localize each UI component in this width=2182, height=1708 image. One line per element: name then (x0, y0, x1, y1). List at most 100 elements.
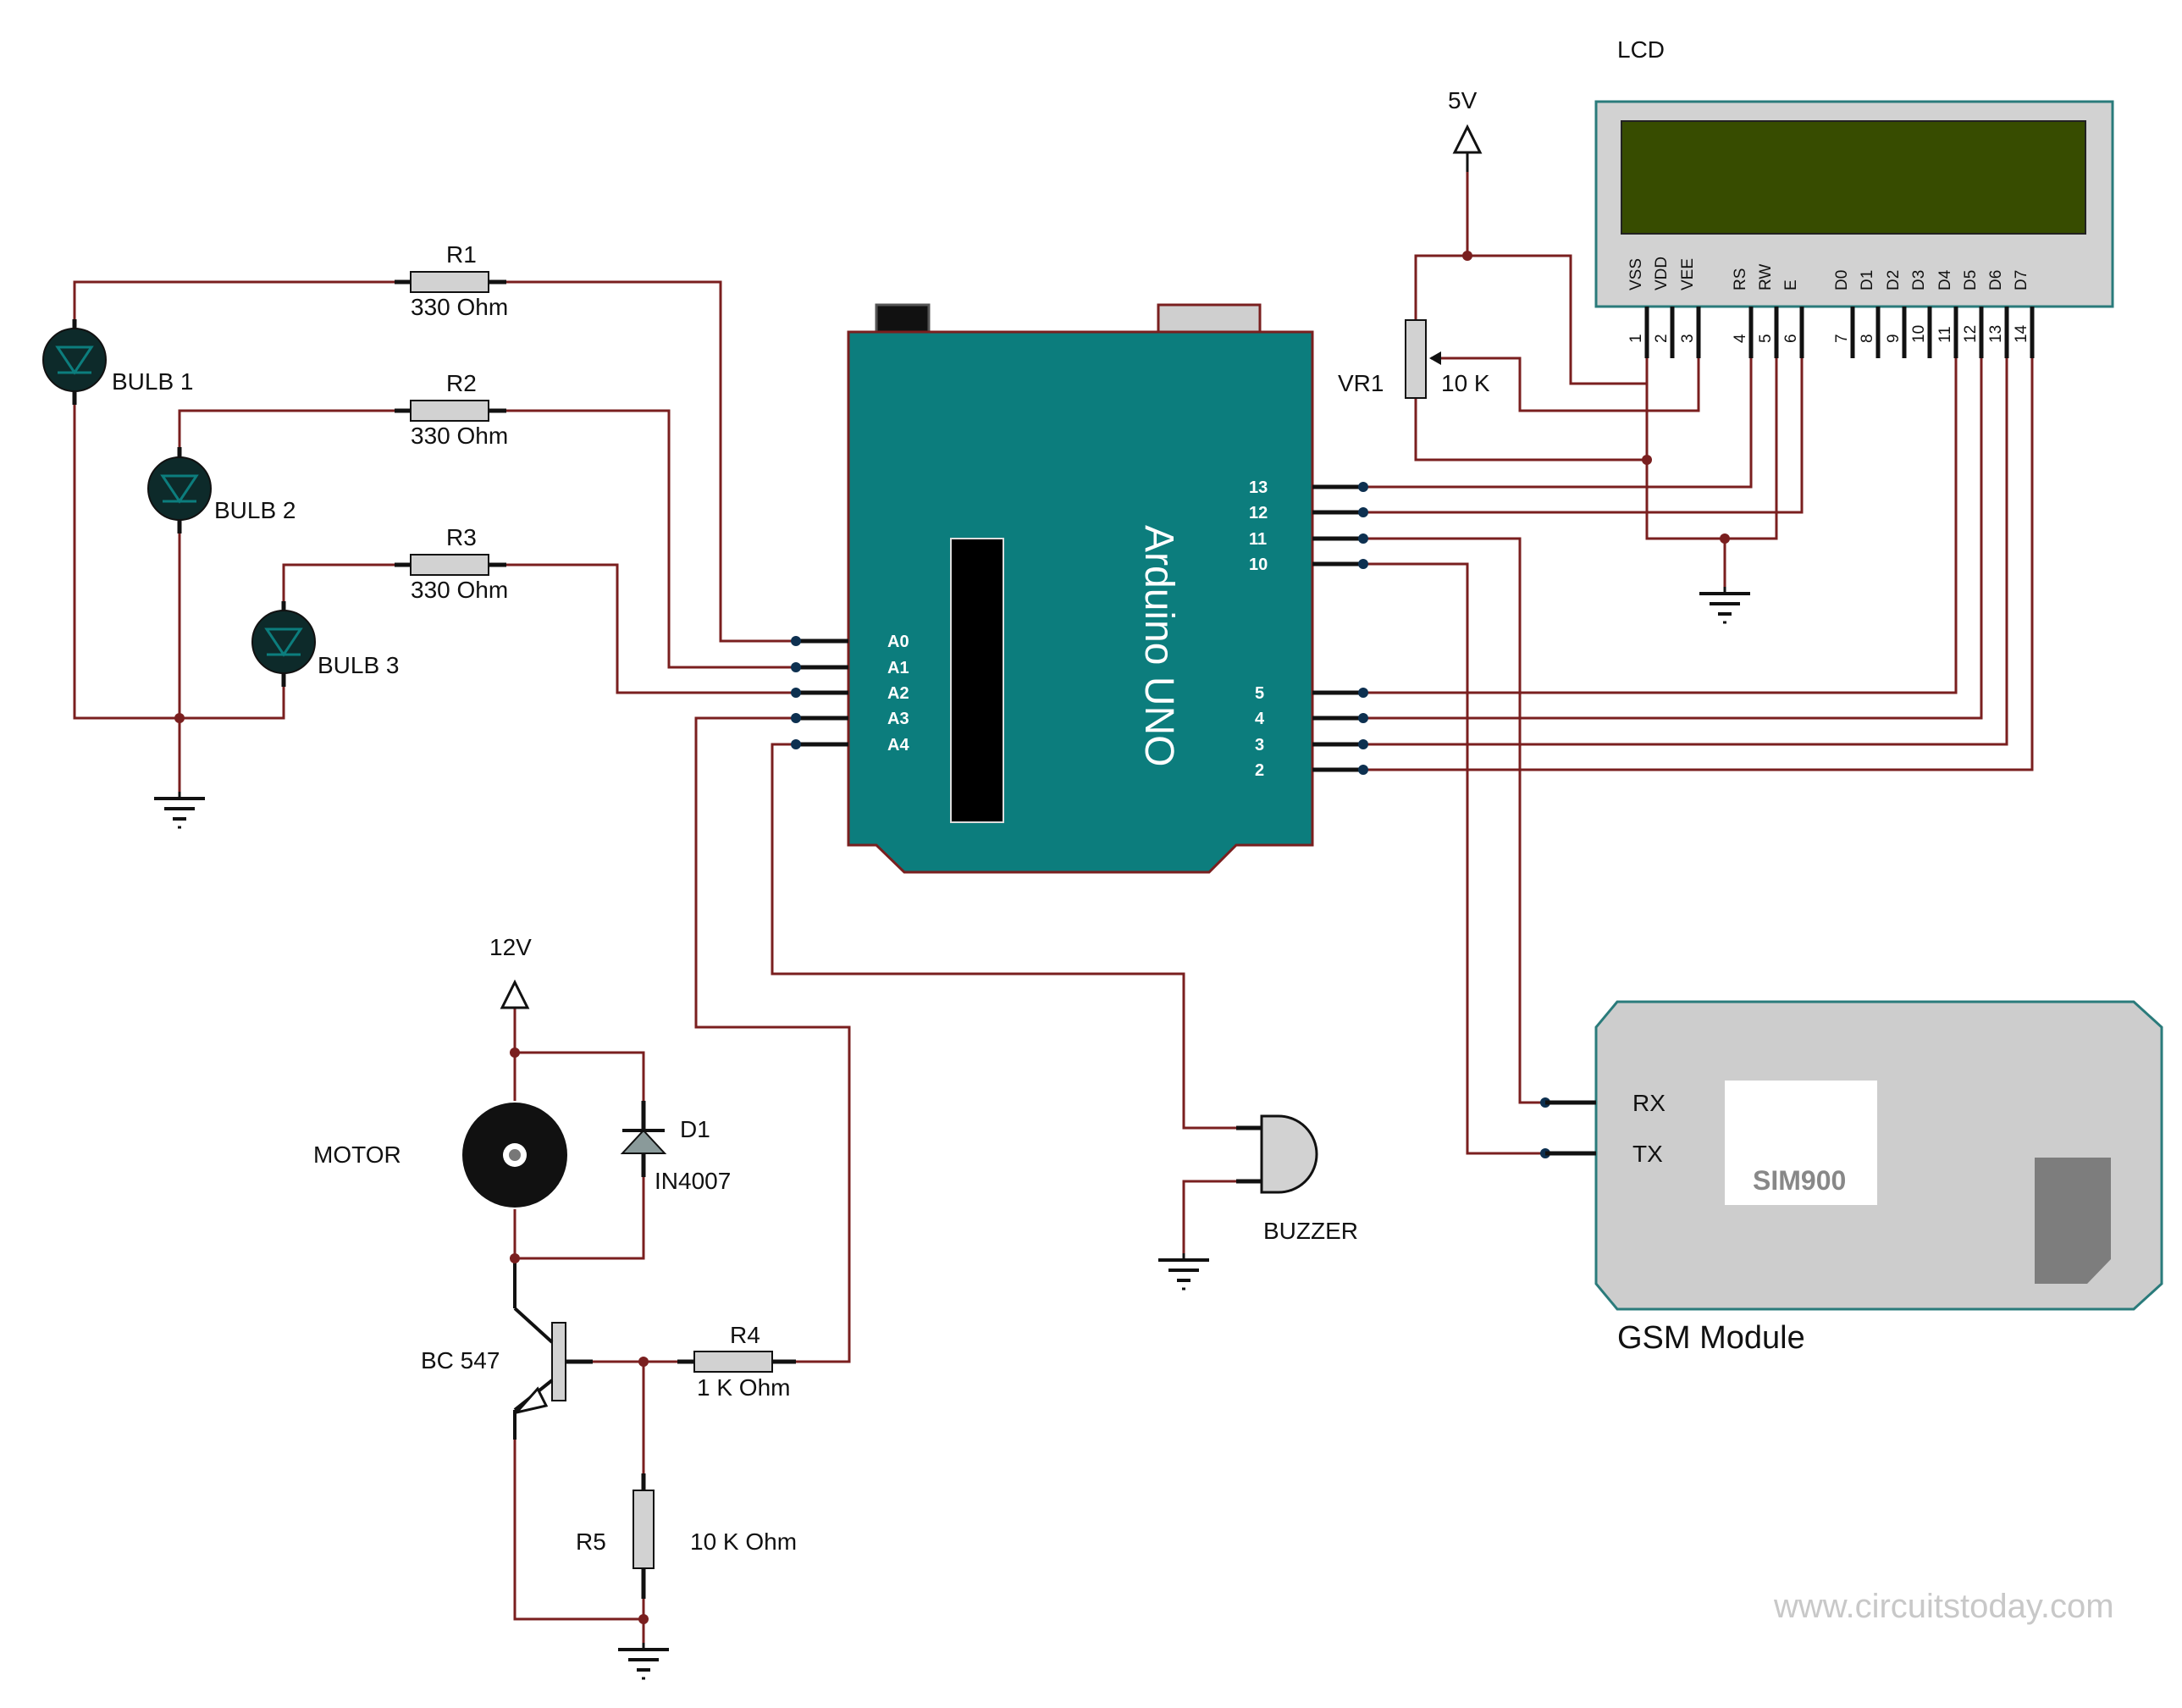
pin-endpoint (1358, 559, 1368, 569)
diode-name: D1 (680, 1116, 710, 1142)
r3-value: 330 Ohm (411, 577, 508, 603)
lcd-pin-number: 11 (1936, 326, 1954, 343)
resistor-r2: R2 330 Ohm (395, 370, 508, 449)
pin-endpoint (1358, 688, 1368, 698)
lcd-pin-number: 2 (1653, 334, 1671, 343)
wire-d3-d6 (1363, 323, 2008, 746)
arduino-analog-pin-label: A2 (887, 684, 909, 703)
bulb2-icon (147, 456, 212, 521)
r2-name: R2 (446, 370, 477, 396)
motor: MOTOR (313, 1103, 567, 1208)
emitter-arrow-icon (512, 1386, 549, 1415)
r3-name: R3 (446, 524, 477, 550)
lcd-pin-name: D5 (1962, 270, 1980, 290)
pin-endpoint (791, 739, 801, 749)
r5-value: 10 K Ohm (690, 1528, 797, 1555)
pin-endpoint (791, 688, 801, 698)
lcd-pin-name: E (1782, 279, 1800, 290)
arduino-analog-pin-label: A0 (887, 633, 909, 651)
supply-5v-label: 5V (1448, 87, 1478, 113)
lcd-pin-number: 4 (1732, 334, 1749, 343)
ground-symbols (154, 587, 1750, 1680)
ground-icon (618, 1643, 669, 1680)
wires (73, 172, 2034, 1643)
arduino-digital-pin-label: 5 (1255, 684, 1264, 703)
lcd-pin-name: VEE (1679, 258, 1697, 290)
transistor-label: BC 547 (421, 1347, 500, 1374)
pin-endpoint (1358, 507, 1368, 517)
lcd-pin-number: 7 (1833, 334, 1851, 343)
lcd-pin-number: 5 (1757, 334, 1775, 343)
arduino-board (847, 330, 1314, 874)
wire-d5-d4 (1363, 323, 1958, 694)
arduino-digital-pin-label: 4 (1255, 710, 1265, 728)
lcd-pin-number: 10 (1910, 325, 1928, 343)
resistor-r1: R1 330 Ohm (395, 241, 508, 320)
lcd-pin-number: 14 (2013, 324, 2030, 343)
lcd-pin-number: 13 (1987, 325, 2005, 343)
lcd-pin-name: RW (1757, 264, 1775, 290)
ground-icon (154, 792, 205, 829)
lcd-pin-number: 6 (1782, 334, 1800, 343)
supply-arrow-icon (1452, 124, 1483, 154)
lcd-pin-name: D6 (1987, 270, 2005, 290)
lcd-pin-number: 8 (1859, 334, 1876, 343)
r5-body (633, 1490, 655, 1569)
r1-name: R1 (446, 241, 477, 268)
vr1-body (1405, 319, 1427, 399)
supply-12v: 12V (489, 934, 532, 1009)
buzzer: BUZZER (1236, 1114, 1358, 1244)
arduino-name: Arduino UNO (1136, 525, 1181, 766)
pin-endpoint (1358, 765, 1368, 775)
pin-endpoint (1358, 482, 1368, 492)
gsm-tx-label: TX (1632, 1141, 1663, 1167)
lcd-pin-group: VSS1VDD2VEE3RS4RW5E6D07D18D29D310D411D51… (1627, 257, 2035, 358)
vr1-wiper-icon (1429, 351, 1441, 365)
diode-d1: D1 IN4007 (620, 1101, 731, 1194)
arduino-analog-pin-label: A4 (887, 736, 909, 755)
resistor-r3: R3 330 Ohm (395, 524, 508, 603)
lcd-pin-name: VSS (1627, 258, 1645, 290)
lcd-pin-number: 1 (1627, 334, 1645, 343)
r2-body (410, 400, 489, 422)
arduino-digital-pin-label: 2 (1255, 761, 1264, 780)
bulb-1: BULB 1 (42, 319, 194, 405)
wire-d10-tx (1363, 562, 1545, 1155)
lcd-pin-number: 12 (1962, 325, 1980, 343)
buzzer-icon (1260, 1114, 1318, 1194)
resistor-r4: R4 1 K Ohm (677, 1322, 796, 1401)
r1-value: 330 Ohm (411, 294, 508, 320)
arduino-digital-pin-label: 3 (1255, 736, 1264, 755)
lcd-pin-name: VDD (1653, 257, 1671, 290)
r4-name: R4 (730, 1322, 760, 1348)
pin-endpoint (1358, 713, 1368, 723)
wire-a4-buzzer (771, 743, 1236, 1130)
gsm-module: RX TX SIM900 GSM Module (1545, 1000, 2163, 1356)
sim900-chip (1725, 1081, 1877, 1205)
gsm-rx-label: RX (1632, 1090, 1666, 1116)
wire-vss-rw-gnd (1645, 323, 1778, 540)
diode-value: IN4007 (655, 1168, 731, 1194)
arduino-digital-pin-label: 10 (1249, 556, 1268, 574)
lcd-module: LCD VSS1VDD2VEE3RS4RW5E6D07D18D29D310D41… (1594, 36, 2114, 358)
wire-r2-a1 (506, 409, 796, 669)
bulb3-label: BULB 3 (318, 652, 400, 678)
bulb-3: BULB 3 (251, 601, 400, 687)
lcd-pin-name: D4 (1936, 269, 1954, 290)
buzzer-label: BUZZER (1263, 1218, 1358, 1244)
lcd-screen (1621, 120, 2086, 235)
arduino-digital-pin-label: 13 (1249, 478, 1268, 497)
r3-body (410, 554, 489, 576)
wire-r1-a0 (506, 280, 796, 643)
supply-5v: 5V (1448, 87, 1483, 172)
transistor-base-bar (551, 1322, 566, 1401)
bulb1-icon (42, 328, 107, 392)
wire-bulb2-r2 (178, 409, 411, 447)
lcd-pin-name: D7 (2013, 270, 2030, 290)
lcd-pin-name: RS (1732, 268, 1749, 290)
wire-emitter-gnd (513, 1427, 645, 1643)
watermark: www.circuitstoday.com (1773, 1588, 2114, 1625)
bulb1-label: BULB 1 (112, 368, 194, 395)
